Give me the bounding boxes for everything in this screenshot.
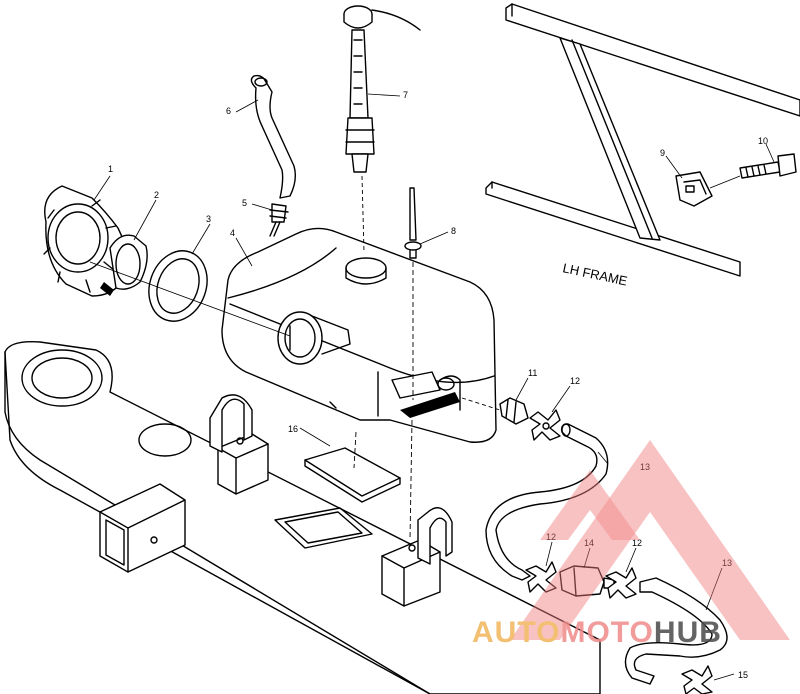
callout-1: 1 bbox=[108, 164, 113, 174]
fuel-gauge-7 bbox=[343, 5, 421, 253]
callout-12-right: 12 bbox=[632, 538, 642, 548]
callout-12-left: 12 bbox=[546, 532, 556, 542]
fuel-hose-13a bbox=[485, 423, 609, 581]
callout-11: 11 bbox=[528, 368, 537, 378]
centerline-screw bbox=[709, 175, 741, 189]
watermark-logo: AUTOMOTOHUB bbox=[472, 440, 790, 649]
callout-16: 16 bbox=[288, 424, 298, 434]
callout-13-upper: 13 bbox=[640, 462, 650, 472]
elbow-11 bbox=[499, 397, 529, 425]
vent-hose-6 bbox=[250, 74, 297, 199]
clip-9 bbox=[675, 171, 713, 207]
watermark-triangle bbox=[510, 440, 790, 640]
lh-frame-label: LH FRAME bbox=[561, 260, 629, 288]
fuel-cap-1 bbox=[43, 185, 128, 297]
callout-numbers: 1 2 3 4 5 6 7 8 9 10 11 12 12 14 12 13 1… bbox=[108, 90, 768, 680]
callout-8: 8 bbox=[451, 226, 456, 236]
chassis-bar bbox=[4, 341, 601, 694]
leader-lines bbox=[93, 93, 775, 681]
clamp-12b bbox=[525, 561, 557, 593]
gasket-2 bbox=[100, 234, 148, 296]
fitting-5 bbox=[269, 203, 289, 237]
fuel-hose-13b bbox=[624, 577, 728, 685]
square-tube bbox=[99, 483, 186, 573]
watermark-auto: AUTO bbox=[472, 616, 560, 649]
centerline-pad bbox=[353, 431, 357, 469]
callout-14: 14 bbox=[584, 538, 594, 548]
pad-16 bbox=[304, 447, 401, 503]
mount-bracket-right bbox=[381, 507, 453, 607]
seal-ring-3 bbox=[148, 250, 208, 322]
watermark-moto: MOTO bbox=[560, 616, 653, 649]
clamp-12a bbox=[529, 409, 561, 441]
callout-6: 6 bbox=[226, 106, 231, 116]
clamp-12c bbox=[605, 567, 637, 599]
callout-3: 3 bbox=[206, 214, 211, 224]
centerline-cap bbox=[89, 261, 291, 337]
callout-2: 2 bbox=[154, 190, 159, 200]
callout-9: 9 bbox=[660, 148, 665, 158]
callout-10: 10 bbox=[758, 136, 768, 146]
clamp-15 bbox=[681, 665, 713, 694]
lh-frame bbox=[485, 3, 800, 277]
callout-7: 7 bbox=[403, 90, 408, 100]
callout-13-lower: 13 bbox=[722, 558, 732, 568]
probe-8 bbox=[404, 187, 422, 541]
callout-5: 5 bbox=[242, 198, 247, 208]
fuel-tank bbox=[221, 227, 497, 443]
screw-10 bbox=[739, 153, 797, 179]
watermark-text: AUTOMOTOHUB bbox=[472, 616, 722, 649]
callout-12-top: 12 bbox=[570, 376, 580, 386]
mount-bracket-left bbox=[209, 394, 269, 495]
watermark-hub: HUB bbox=[654, 616, 722, 649]
callout-15: 15 bbox=[738, 670, 748, 680]
callout-4: 4 bbox=[230, 228, 235, 238]
